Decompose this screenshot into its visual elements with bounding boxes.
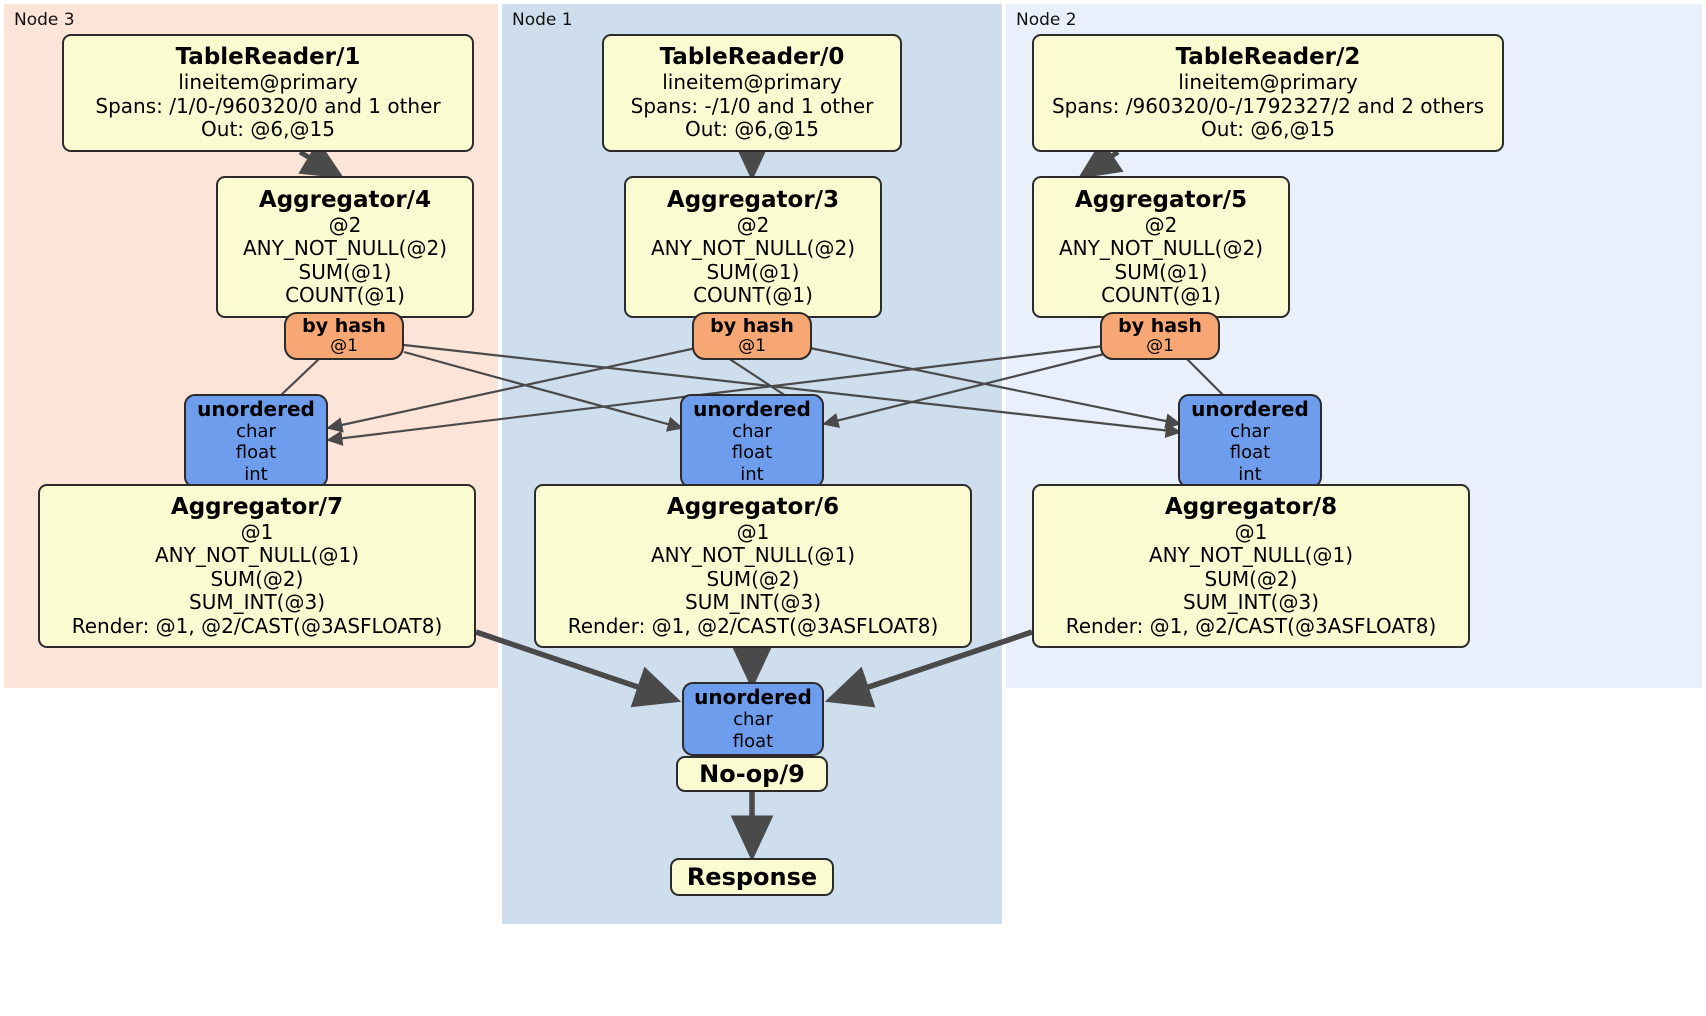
unordered-router-left[interactable]: unordered char float int — [184, 394, 328, 488]
node-panel-label-node3: Node 3 — [14, 10, 75, 30]
aggregator-5-func-1: ANY_NOT_NULL(@2) — [1059, 236, 1263, 261]
unordered-router-left-title: unordered — [197, 396, 315, 421]
hash-router-right[interactable]: by hash @1 — [1100, 312, 1220, 360]
unordered-router-final-type-1: char — [733, 709, 773, 731]
unordered-router-final[interactable]: unordered char float — [682, 682, 824, 756]
unordered-router-left-type-3: int — [244, 463, 268, 485]
processor-tablereader-1[interactable]: TableReader/1 lineitem@primary Spans: /1… — [62, 34, 474, 152]
aggregator-3-func-1: ANY_NOT_NULL(@2) — [651, 236, 855, 261]
hash-router-right-title: by hash — [1118, 314, 1202, 337]
aggregator-3-func-3: COUNT(@1) — [693, 282, 813, 307]
aggregator-3-group: @2 — [736, 212, 770, 237]
hash-router-center[interactable]: by hash @1 — [692, 312, 812, 360]
unordered-router-right[interactable]: unordered char float int — [1178, 394, 1322, 488]
aggregator-7-title: Aggregator/7 — [170, 493, 344, 520]
aggregator-5-func-2: SUM(@1) — [1114, 259, 1208, 284]
processor-aggregator-8[interactable]: Aggregator/8 @1 ANY_NOT_NULL(@1) SUM(@2)… — [1032, 484, 1470, 648]
tablereader-2-title: TableReader/2 — [1175, 44, 1361, 71]
tablereader-1-table: lineitem@primary — [178, 70, 358, 95]
aggregator-7-func-2: SUM(@2) — [210, 566, 304, 591]
node-panel-label-node1: Node 1 — [512, 10, 573, 30]
aggregator-6-func-2: SUM(@2) — [706, 566, 800, 591]
aggregator-6-func-1: ANY_NOT_NULL(@1) — [651, 543, 855, 568]
processor-aggregator-3[interactable]: Aggregator/3 @2 ANY_NOT_NULL(@2) SUM(@1)… — [624, 176, 882, 318]
aggregator-8-render: Render: @1, @2/CAST(@3ASFLOAT8) — [1065, 613, 1437, 638]
processor-noop-9[interactable]: No-op/9 — [676, 756, 828, 792]
hash-router-left-column: @1 — [330, 336, 358, 357]
processor-tablereader-2[interactable]: TableReader/2 lineitem@primary Spans: /9… — [1032, 34, 1504, 152]
processor-aggregator-5[interactable]: Aggregator/5 @2 ANY_NOT_NULL(@2) SUM(@1)… — [1032, 176, 1290, 318]
aggregator-8-group: @1 — [1234, 520, 1268, 545]
hash-router-right-column: @1 — [1146, 336, 1174, 357]
tablereader-1-title: TableReader/1 — [175, 44, 361, 71]
noop-9-title: No-op/9 — [699, 760, 805, 788]
hash-router-center-column: @1 — [738, 336, 766, 357]
unordered-router-left-type-1: char — [236, 420, 276, 442]
aggregator-8-title: Aggregator/8 — [1164, 493, 1338, 520]
tablereader-0-spans: Spans: -/1/0 and 1 other — [630, 93, 874, 118]
processor-response[interactable]: Response — [670, 858, 834, 896]
unordered-router-center-type-2: float — [731, 442, 773, 464]
tablereader-1-out: Out: @6,@15 — [201, 117, 335, 142]
aggregator-7-group: @1 — [240, 520, 274, 545]
aggregator-6-render: Render: @1, @2/CAST(@3ASFLOAT8) — [567, 613, 939, 638]
hash-router-center-title: by hash — [710, 314, 794, 337]
aggregator-5-group: @2 — [1144, 212, 1178, 237]
aggregator-4-title: Aggregator/4 — [258, 186, 432, 213]
unordered-router-right-title: unordered — [1191, 396, 1309, 421]
aggregator-6-title: Aggregator/6 — [666, 493, 840, 520]
aggregator-4-group: @2 — [328, 212, 362, 237]
aggregator-6-func-3: SUM_INT(@3) — [685, 590, 821, 615]
processor-tablereader-0[interactable]: TableReader/0 lineitem@primary Spans: -/… — [602, 34, 902, 152]
aggregator-4-func-2: SUM(@1) — [298, 259, 392, 284]
aggregator-8-func-3: SUM_INT(@3) — [1183, 590, 1319, 615]
unordered-router-right-type-1: char — [1230, 420, 1270, 442]
unordered-router-center-type-3: int — [740, 463, 764, 485]
unordered-router-center-type-1: char — [732, 420, 772, 442]
tablereader-2-out: Out: @6,@15 — [1201, 117, 1335, 142]
tablereader-0-title: TableReader/0 — [659, 44, 845, 71]
aggregator-7-func-1: ANY_NOT_NULL(@1) — [155, 543, 359, 568]
processor-aggregator-6[interactable]: Aggregator/6 @1 ANY_NOT_NULL(@1) SUM(@2)… — [534, 484, 972, 648]
unordered-router-final-title: unordered — [694, 685, 812, 710]
response-title: Response — [686, 863, 818, 891]
tablereader-2-spans: Spans: /960320/0-/1792327/2 and 2 others — [1051, 93, 1484, 118]
unordered-router-left-type-2: float — [235, 442, 277, 464]
tablereader-0-out: Out: @6,@15 — [685, 117, 819, 142]
unordered-router-final-type-2: float — [732, 731, 774, 752]
tablereader-0-table: lineitem@primary — [662, 70, 842, 95]
aggregator-5-title: Aggregator/5 — [1074, 186, 1248, 213]
aggregator-8-func-1: ANY_NOT_NULL(@1) — [1149, 543, 1353, 568]
unordered-router-right-type-2: float — [1229, 442, 1271, 464]
hash-router-left[interactable]: by hash @1 — [284, 312, 404, 360]
aggregator-6-group: @1 — [736, 520, 770, 545]
tablereader-2-table: lineitem@primary — [1178, 70, 1358, 95]
unordered-router-center-title: unordered — [693, 396, 811, 421]
unordered-router-right-type-3: int — [1238, 463, 1262, 485]
node-panel-label-node2: Node 2 — [1016, 10, 1077, 30]
processor-aggregator-4[interactable]: Aggregator/4 @2 ANY_NOT_NULL(@2) SUM(@1)… — [216, 176, 474, 318]
aggregator-3-func-2: SUM(@1) — [706, 259, 800, 284]
aggregator-3-title: Aggregator/3 — [666, 186, 840, 213]
processor-aggregator-7[interactable]: Aggregator/7 @1 ANY_NOT_NULL(@1) SUM(@2)… — [38, 484, 476, 648]
aggregator-7-func-3: SUM_INT(@3) — [189, 590, 325, 615]
aggregator-4-func-1: ANY_NOT_NULL(@2) — [243, 236, 447, 261]
aggregator-5-func-3: COUNT(@1) — [1101, 282, 1221, 307]
aggregator-8-func-2: SUM(@2) — [1204, 566, 1298, 591]
aggregator-4-func-3: COUNT(@1) — [285, 282, 405, 307]
hash-router-left-title: by hash — [302, 314, 386, 337]
tablereader-1-spans: Spans: /1/0-/960320/0 and 1 other — [95, 93, 441, 118]
aggregator-7-render: Render: @1, @2/CAST(@3ASFLOAT8) — [71, 613, 443, 638]
unordered-router-center[interactable]: unordered char float int — [680, 394, 824, 488]
